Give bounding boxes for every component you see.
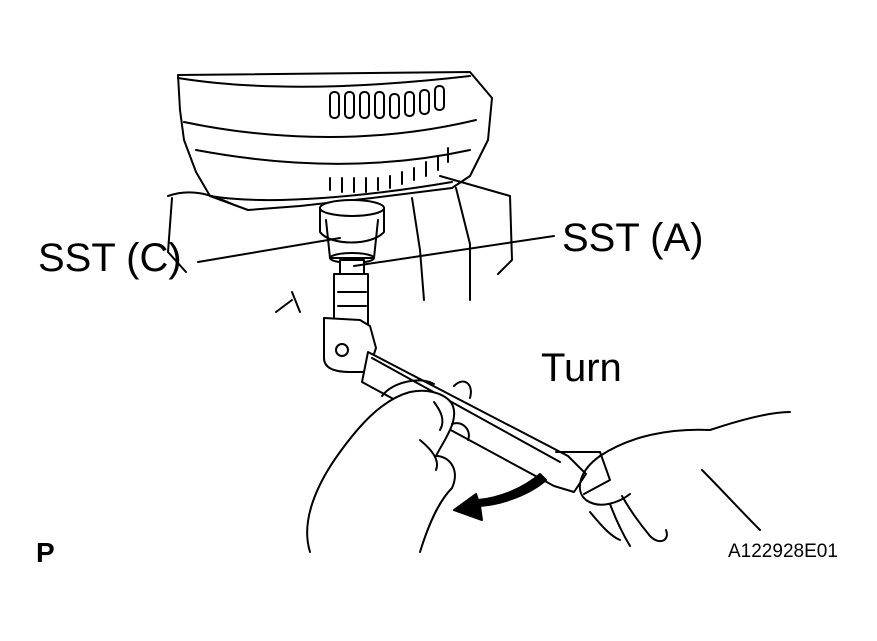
figure-id-label: A122928E01 [728,541,838,562]
sst-c-socket [319,199,385,264]
sst-a-label: SST (A) [562,216,704,260]
hand-icon [578,411,791,547]
sst-a-leader-line [353,235,555,267]
turn-label: Turn [541,346,622,390]
rotation-arrow-icon [453,473,547,521]
socket-wrench-icon [323,259,611,495]
view-letter-label: P [36,537,55,568]
alternator-icon [167,71,513,313]
sst-c-label: SST (C) [38,236,182,280]
sst-c-leader-line [197,237,341,263]
hand-icon [306,379,472,553]
